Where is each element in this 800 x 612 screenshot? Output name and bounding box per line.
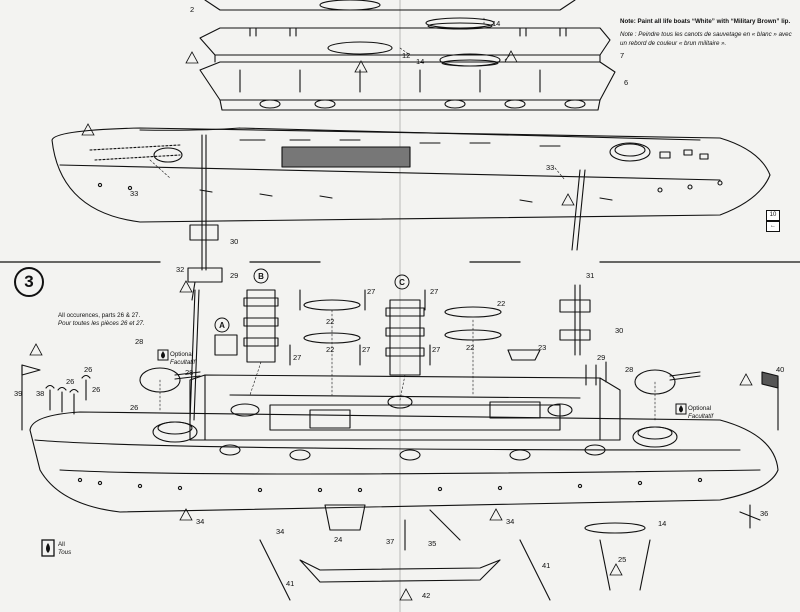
page-reference-box: 10 xyxy=(766,210,780,221)
masts-bottom xyxy=(189,289,200,421)
part-number: 26 xyxy=(130,403,138,412)
part-number: 27 xyxy=(430,287,438,296)
part-number: 34 xyxy=(276,527,284,536)
part-number: 35 xyxy=(428,539,436,548)
circled-label-b-text: B xyxy=(258,272,264,281)
part-number: 27 xyxy=(432,345,440,354)
legend-all-fr: Tous xyxy=(58,548,72,556)
part-number: 33 xyxy=(546,163,554,172)
step-number: 3 xyxy=(14,267,44,297)
main-hull-deck-middle xyxy=(51,127,771,223)
circled-label-c: C xyxy=(394,274,410,290)
small-parts-bottom xyxy=(45,289,607,415)
part-number: 2 xyxy=(190,5,194,14)
part-number: 23 xyxy=(538,343,546,352)
leader-lines xyxy=(149,17,656,421)
paint-note: Note: Paint all life boats “White” with … xyxy=(620,18,796,53)
optional-label-left: Optional Facultatif xyxy=(170,351,195,367)
part-number: 28 xyxy=(135,337,143,346)
optional-en: Optional xyxy=(688,405,712,412)
part-number: 33 xyxy=(130,189,138,198)
part-number: 38 xyxy=(36,389,44,398)
part-number: 32 xyxy=(176,265,184,274)
part-number: 29 xyxy=(597,353,605,362)
part-number: 26 xyxy=(84,365,92,374)
part-number: 24 xyxy=(334,535,342,544)
legend-all-en: All xyxy=(58,541,65,548)
part-number: 14 xyxy=(416,57,424,66)
paint-note-fr: Peindre tous les canots de sauvetage en … xyxy=(620,31,792,47)
occurrence-note: All occurences, parts 26 & 27. Pour tout… xyxy=(58,312,208,329)
part-number: 27 xyxy=(293,353,301,362)
upper-deck-assembly-top xyxy=(199,0,616,111)
part-number: 14 xyxy=(492,19,500,28)
part-number: 29 xyxy=(230,271,238,280)
part-number: 22 xyxy=(466,343,474,352)
stand-parts-bottom xyxy=(259,504,761,601)
circled-label-a: A xyxy=(214,317,230,333)
part-number: 27 xyxy=(362,345,370,354)
part-number: 26 xyxy=(92,385,100,394)
part-number-labels: 2 7 6 12 14 14 33 33 30 32 29 31 30 29 2… xyxy=(14,5,784,600)
part-number: 25 xyxy=(618,555,626,564)
part-number: 37 xyxy=(386,537,394,546)
occurrence-note-fr: Pour toutes les pièces 26 et 27. xyxy=(58,320,145,328)
circled-label-a-text: A xyxy=(219,321,225,330)
part-number: 28 xyxy=(185,368,193,377)
part-number: 26 xyxy=(66,377,74,386)
paint-note-en-prefix: Note: xyxy=(620,18,636,25)
part-number: 34 xyxy=(506,517,514,526)
optional-fr: Facultatif xyxy=(170,358,196,366)
part-number: 30 xyxy=(615,326,623,335)
part-number: 22 xyxy=(326,345,334,354)
legend-paint-icon xyxy=(41,539,55,557)
full-hull-bottom xyxy=(29,374,779,513)
triangle-markers xyxy=(29,50,753,601)
part-number: 30 xyxy=(230,237,238,246)
part-number: 22 xyxy=(497,299,505,308)
part-number: 41 xyxy=(542,561,550,570)
optional-fr: Facultatif xyxy=(688,412,714,420)
part-number: 7 xyxy=(620,51,624,60)
part-number: 12 xyxy=(402,51,410,60)
paint-note-en: Paint all life boats “White” with “Milit… xyxy=(637,18,791,25)
optional-en: Optional xyxy=(170,351,194,358)
masts-middle xyxy=(187,134,591,356)
part-number: 27 xyxy=(367,287,375,296)
part-number: 41 xyxy=(286,579,294,588)
part-number: 14 xyxy=(658,519,666,528)
part-number: 31 xyxy=(586,271,594,280)
funnels-bottom xyxy=(214,289,425,376)
legend-all-label: All Tous xyxy=(58,541,71,557)
part-number: 6 xyxy=(624,78,628,87)
part-number: 39 xyxy=(14,389,22,398)
page-arrow-box: ← xyxy=(766,221,780,232)
part-number: 28 xyxy=(625,365,633,374)
optional-label-right: Optional Facultatif xyxy=(688,405,713,421)
part-number: 40 xyxy=(776,365,784,374)
part-number: 42 xyxy=(422,591,430,600)
lifeboats-top xyxy=(319,0,501,67)
circled-label-c-text: C xyxy=(399,278,405,287)
occurrence-note-en: All occurences, parts 26 & 27. xyxy=(58,312,141,319)
paint-drop-icon xyxy=(157,349,687,415)
flags-bottom xyxy=(21,364,779,431)
circled-label-b: B xyxy=(253,268,269,284)
part-number: 22 xyxy=(326,317,334,326)
paint-note-fr-prefix: Note : xyxy=(620,31,637,39)
part-number: 36 xyxy=(760,509,768,518)
part-number: 34 xyxy=(196,517,204,526)
